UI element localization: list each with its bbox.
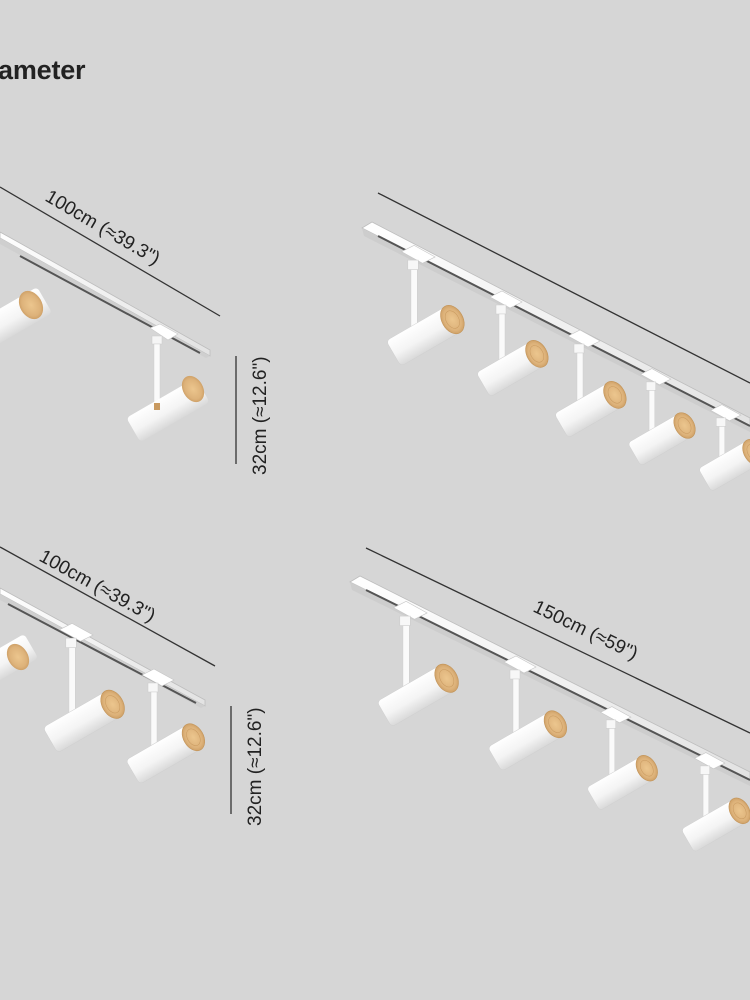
spotlight [0, 288, 51, 352]
spotlight [0, 635, 37, 692]
spotlight [477, 290, 549, 396]
spotlight [628, 368, 696, 465]
height-dimension-label: 32cm (≈12.6") [250, 356, 271, 475]
page-title: ameter [0, 55, 86, 85]
length-dimension-label: 100cm (≈39.3") [36, 546, 159, 627]
spotlight [127, 323, 209, 441]
panel-3-track-light-3-heads: 100cm (≈39.3") 32cm (≈12.6") [0, 546, 266, 826]
length-dimension-line [377, 192, 750, 384]
length-dimension-label: 100cm (≈39.3") [41, 186, 163, 269]
spotlight [44, 623, 125, 752]
length-dimension-line [0, 186, 221, 317]
panel-4-track-light-4-heads: 150cm (≈59") [349, 547, 750, 852]
spotlight [682, 752, 750, 852]
panel-1-track-light-2-heads: 100cm (≈39.3") 32cm (≈12.6") [0, 186, 271, 475]
length-dimension-line [0, 546, 216, 667]
panel-2-track-light-5-heads [361, 192, 750, 491]
spotlight [555, 329, 627, 437]
spotlight [126, 668, 205, 784]
spotlight [378, 601, 459, 726]
track-rail [349, 575, 750, 786]
spotlight [387, 245, 465, 365]
spotlight [488, 655, 567, 771]
length-dimension-line [365, 547, 750, 734]
height-dimension-label: 32cm (≈12.6") [245, 707, 266, 826]
spotlight [587, 706, 658, 810]
spotlight [699, 404, 750, 491]
